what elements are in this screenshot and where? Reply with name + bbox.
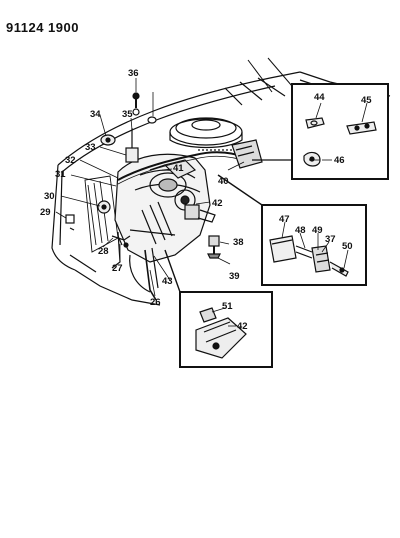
engine-block	[114, 153, 216, 263]
callout-26: 26	[150, 297, 161, 308]
callout-38: 38	[233, 237, 244, 248]
callout-51: 51	[222, 301, 233, 312]
callout-30: 30	[44, 191, 55, 202]
callout-34: 34	[90, 109, 101, 120]
callout-28: 28	[98, 246, 109, 257]
callout-42-inset: 42	[237, 321, 248, 332]
callout-35: 35	[122, 109, 133, 120]
callout-31: 31	[55, 169, 66, 180]
callout-37: 37	[325, 234, 336, 245]
callout-48: 48	[295, 225, 306, 236]
air-cleaner	[169, 117, 243, 149]
callout-labels: 26 27 28 29 30 31 32 33 34 35 36 37 38 3…	[40, 68, 372, 332]
callout-39: 39	[229, 271, 240, 282]
callout-40: 40	[218, 176, 229, 187]
callout-27: 27	[112, 263, 123, 274]
callout-44: 44	[314, 92, 325, 103]
callout-49: 49	[312, 225, 323, 236]
pressure-switch	[207, 235, 221, 259]
inset-box-module	[261, 204, 367, 286]
radiator-support	[84, 175, 119, 253]
callout-46: 46	[334, 155, 345, 166]
leader-lines	[55, 78, 368, 327]
callout-45: 45	[361, 95, 372, 106]
throttle-body	[149, 159, 197, 179]
diagram-code: 91124 1900	[6, 20, 79, 35]
callout-43: 43	[162, 276, 173, 287]
inset-box-sensors	[291, 83, 389, 180]
callout-47: 47	[279, 214, 290, 225]
hardware	[65, 92, 157, 248]
callout-29: 29	[40, 207, 51, 218]
callout-32: 32	[65, 155, 76, 166]
callout-50: 50	[342, 241, 353, 252]
callout-41: 41	[173, 163, 184, 174]
callout-33: 33	[85, 142, 96, 153]
callout-36: 36	[128, 68, 139, 79]
inset-box-bracket	[179, 291, 273, 368]
callout-42-main: 42	[212, 198, 223, 209]
relay-module	[231, 139, 263, 169]
